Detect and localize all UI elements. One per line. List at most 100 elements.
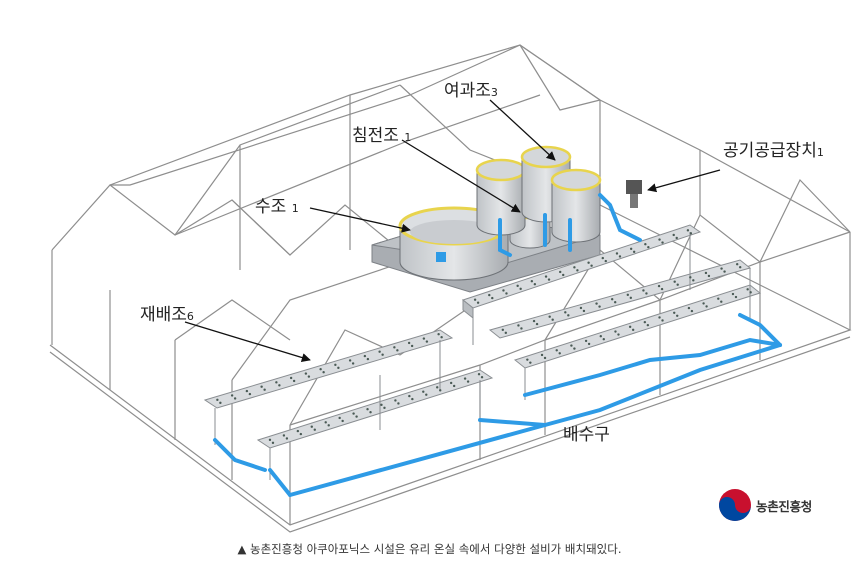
plant-hole xyxy=(658,238,661,241)
plant-hole xyxy=(646,323,650,327)
plant-hole xyxy=(548,315,551,318)
plant-hole xyxy=(396,349,399,352)
plant-hole xyxy=(260,385,263,388)
plant-hole xyxy=(535,322,539,326)
plant-hole xyxy=(422,337,426,340)
plant-hole xyxy=(380,403,383,407)
plant-hole xyxy=(488,293,491,297)
plant-hole xyxy=(410,344,414,348)
plant-hole xyxy=(341,419,344,423)
plant-hole xyxy=(731,292,735,296)
plant-hole xyxy=(573,266,576,269)
plant-hole xyxy=(587,261,590,264)
plant-hole xyxy=(704,271,708,275)
plant-hole xyxy=(672,233,675,237)
plant-hole xyxy=(529,361,532,364)
plant-hole xyxy=(355,415,358,418)
plant-hole xyxy=(642,289,645,292)
plant-hole xyxy=(393,346,396,349)
label-grow-bed: 재배조6 xyxy=(140,305,194,325)
plant-hole xyxy=(734,295,738,299)
plant-hole xyxy=(271,441,275,445)
plant-hole xyxy=(530,279,534,283)
plant-hole xyxy=(526,358,529,361)
plant-hole xyxy=(628,325,632,329)
rda-logo: 농촌진흥청 xyxy=(718,487,812,523)
label-settling-tank: 침전조 1 xyxy=(352,126,411,146)
plant-hole xyxy=(299,432,303,436)
plant-hole xyxy=(491,296,494,300)
plant-hole xyxy=(383,406,386,410)
plant-hole xyxy=(564,311,567,314)
plant-hole xyxy=(504,331,508,335)
plant-hole xyxy=(562,273,565,277)
label-air-supply: 공기공급장치1 xyxy=(723,141,824,161)
plant-hole xyxy=(327,424,330,427)
caption-marker: ▲ xyxy=(237,542,247,556)
plant-hole xyxy=(449,381,453,385)
plant-hole xyxy=(348,359,352,362)
plant-hole xyxy=(540,353,544,357)
plant-hole xyxy=(334,363,337,367)
plant-hole xyxy=(502,289,505,292)
plant-hole xyxy=(738,265,742,269)
plant-hole xyxy=(319,367,322,371)
plant-hole xyxy=(599,335,602,338)
plant-hole xyxy=(632,250,636,254)
plant-hole xyxy=(338,416,341,420)
plant-hole xyxy=(689,232,693,235)
plant-hole xyxy=(466,380,470,383)
plant-hole xyxy=(587,342,591,346)
plant-hole xyxy=(378,350,381,353)
plant-hole xyxy=(702,302,705,305)
plant-hole xyxy=(720,300,723,303)
plant-hole xyxy=(501,328,505,332)
plant-hole xyxy=(369,410,372,414)
plant-hole xyxy=(660,287,664,291)
plant-hole xyxy=(610,297,614,301)
plant-hole xyxy=(476,301,480,304)
plant-hole xyxy=(584,339,588,343)
plant-hole xyxy=(582,309,586,313)
plant-hole xyxy=(644,242,647,246)
plant-hole xyxy=(618,255,622,258)
plant-hole xyxy=(676,314,679,317)
plant-hole xyxy=(477,372,481,376)
plant-hole xyxy=(452,384,456,388)
plant-hole xyxy=(601,256,604,260)
plant-hole xyxy=(559,270,562,274)
plant-hole xyxy=(570,344,573,347)
plant-hole xyxy=(643,320,647,324)
plant-hole xyxy=(439,389,442,392)
plant-hole xyxy=(735,262,739,266)
plant-hole xyxy=(661,241,664,244)
plant-hole xyxy=(676,283,679,286)
plant-hole xyxy=(268,438,272,442)
plant-hole xyxy=(216,398,219,402)
plant-hole xyxy=(661,319,664,322)
plant-hole xyxy=(440,335,443,339)
plant-hole xyxy=(408,394,411,398)
plant-hole xyxy=(673,311,676,314)
plant-hole xyxy=(598,305,601,308)
plant-hole xyxy=(310,425,313,428)
diagram-labels: 수조 1 침전조 1 여과조3 공기공급장치1 재배조6 배수구 xyxy=(140,81,824,445)
plant-hole xyxy=(245,389,249,393)
plant-hole xyxy=(425,340,429,343)
plant-hole xyxy=(614,330,617,333)
plant-hole xyxy=(690,309,694,313)
plant-hole xyxy=(567,314,570,317)
plant-hole xyxy=(617,333,620,336)
plant-hole xyxy=(675,236,678,240)
plant-hole xyxy=(337,366,340,370)
plant-hole xyxy=(555,349,558,352)
plant-hole xyxy=(590,264,593,267)
taegeuk-emblem-icon xyxy=(719,489,751,521)
plant-hole xyxy=(720,267,723,270)
plant-hole xyxy=(407,341,411,345)
plant-hole xyxy=(533,282,537,286)
caption-text: 농촌진흥청 아쿠아포닉스 시설은 유리 온실 속에서 다양한 설비가 배치돼있다… xyxy=(250,542,622,556)
plant-hole xyxy=(602,338,605,341)
plant-hole xyxy=(248,392,252,396)
